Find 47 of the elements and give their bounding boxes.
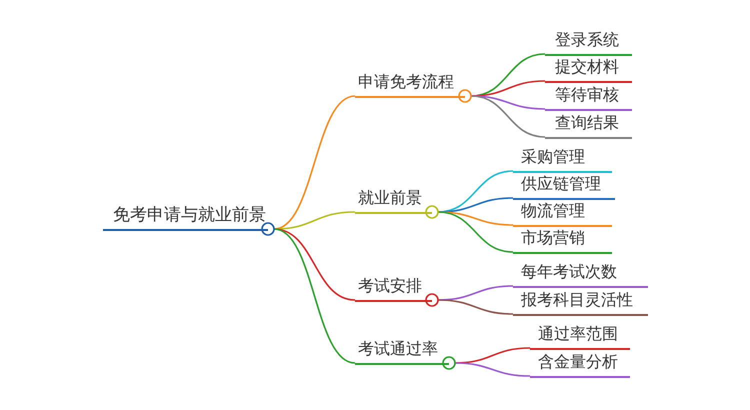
topic-label: 等待审核 (555, 85, 619, 106)
topic-node (513, 290, 648, 316)
topic-label: 报考科目灵活性 (521, 290, 633, 311)
topic-label: 免考申请与就业前景 (113, 204, 266, 226)
branch-connector (438, 285, 514, 301)
branch-connector (438, 197, 514, 213)
topic-node (355, 339, 449, 365)
topic-label: 就业前景 (358, 188, 422, 209)
topic-label: 提交材料 (555, 57, 619, 78)
topic-node (545, 57, 632, 83)
branch-connector (470, 95, 546, 138)
topic-node (530, 352, 630, 378)
branch-connector (454, 347, 530, 364)
branch-connector (438, 211, 514, 226)
topic-label: 物流管理 (521, 201, 585, 222)
topic-node (545, 113, 632, 139)
topic-node (355, 188, 432, 214)
topic-label: 登录系统 (555, 30, 619, 51)
topic-label: 考试安排 (358, 276, 422, 297)
topic-node (513, 201, 612, 227)
branch-connector (470, 80, 546, 97)
topic-label: 市场营销 (521, 228, 585, 249)
topic-label: 含金量分析 (538, 352, 618, 373)
topic-node (513, 228, 612, 254)
topic-label: 查询结果 (555, 113, 619, 134)
topic-label: 申请免考流程 (358, 72, 454, 93)
branch-connector (454, 362, 530, 377)
topic-node (513, 262, 648, 288)
topic-node (355, 72, 465, 98)
topic-label: 采购管理 (521, 147, 585, 168)
branch-connector (274, 228, 356, 364)
branch-connector (274, 211, 356, 230)
topic-node (513, 174, 615, 200)
topic-node (103, 205, 268, 231)
branch-connector (470, 95, 546, 110)
topic-label: 每年考试次数 (521, 262, 617, 283)
branch-connector (274, 228, 356, 301)
topic-label: 通过率范围 (538, 324, 618, 345)
topic-label: 考试通过率 (358, 339, 438, 360)
topic-node (545, 30, 632, 56)
topic-node (513, 147, 612, 173)
branch-connector (438, 211, 514, 253)
topic-node (355, 276, 432, 302)
topic-label: 供应链管理 (521, 174, 601, 195)
topic-node (545, 85, 632, 111)
branch-connector (438, 299, 514, 315)
topic-node (530, 324, 630, 350)
